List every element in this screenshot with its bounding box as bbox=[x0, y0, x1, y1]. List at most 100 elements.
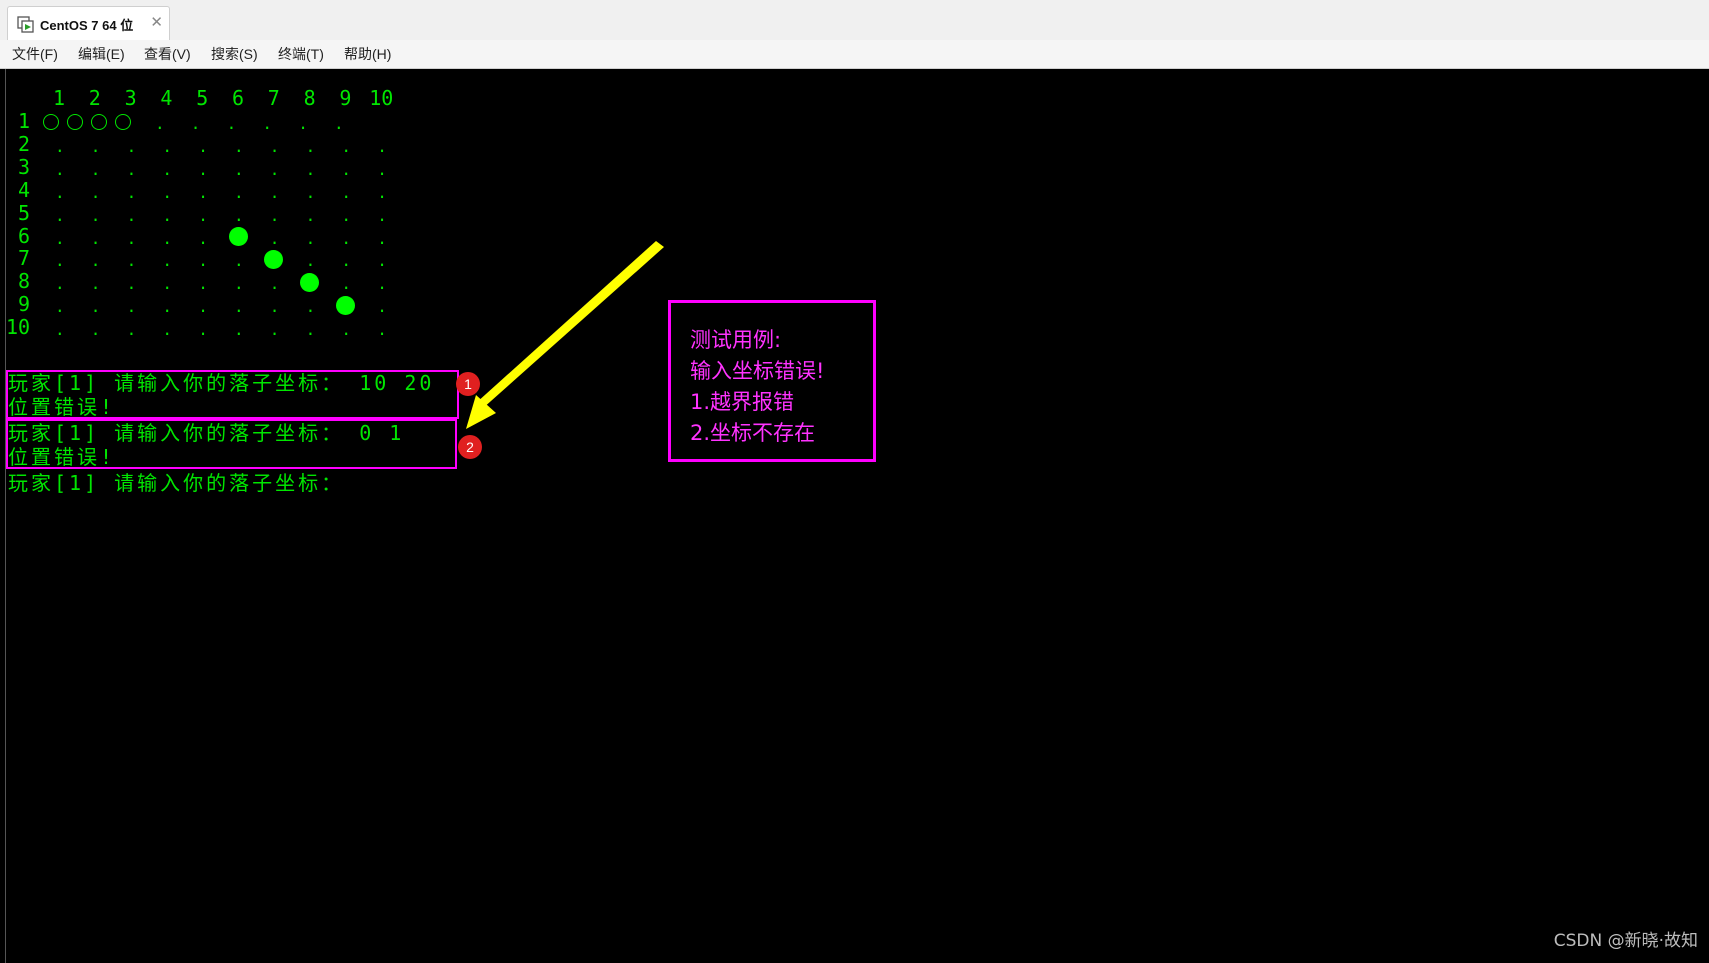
column-number: 2 bbox=[88, 86, 101, 110]
badge-2: 2 bbox=[458, 435, 482, 459]
empty-cell: . bbox=[305, 320, 316, 340]
empty-cell: . bbox=[90, 228, 101, 248]
empty-cell: . bbox=[126, 251, 137, 271]
terminal-line: 位置错误! bbox=[8, 445, 116, 469]
player2-stone bbox=[300, 272, 320, 292]
empty-cell: . bbox=[198, 205, 208, 225]
empty-cell: . bbox=[162, 205, 173, 225]
terminal-line: 位置错误! bbox=[8, 395, 116, 419]
empty-cell: . bbox=[198, 182, 208, 202]
row-number: 9 bbox=[18, 292, 31, 317]
empty-cell: . bbox=[377, 320, 387, 340]
column-number: 1 bbox=[53, 86, 66, 110]
menu-help[interactable]: 帮助(H) bbox=[344, 46, 392, 62]
empty-cell: . bbox=[198, 274, 208, 294]
empty-cell: . bbox=[55, 205, 65, 225]
empty-cell: . bbox=[341, 159, 352, 179]
empty-cell: . bbox=[55, 228, 65, 248]
empty-cell: . bbox=[305, 297, 316, 317]
empty-cell: . bbox=[305, 205, 316, 225]
empty-cell: . bbox=[305, 182, 316, 202]
empty-cell: . bbox=[377, 136, 387, 156]
empty-cell: . bbox=[126, 228, 137, 248]
empty-cell: . bbox=[234, 297, 244, 317]
empty-cell: . bbox=[234, 274, 244, 294]
empty-cell: . bbox=[55, 297, 65, 317]
empty-cell: . bbox=[262, 114, 273, 133]
empty-cell: . bbox=[90, 251, 101, 271]
empty-cell: . bbox=[162, 136, 173, 156]
menu-edit[interactable]: 编辑(E) bbox=[78, 46, 125, 62]
row-number: 3 bbox=[18, 154, 31, 179]
empty-cell: . bbox=[90, 159, 101, 179]
empty-cell: . bbox=[234, 159, 244, 179]
empty-cell: . bbox=[55, 274, 65, 294]
empty-cell: . bbox=[234, 205, 244, 225]
empty-cell: . bbox=[269, 320, 280, 340]
menu-bar: 文件(F) 编辑(E) 查看(V) 搜索(S) 终端(T) 帮助(H) bbox=[0, 40, 1709, 69]
empty-cell: . bbox=[126, 159, 137, 179]
menu-terminal[interactable]: 终端(T) bbox=[278, 46, 324, 62]
empty-cell: . bbox=[377, 182, 387, 202]
empty-cell: . bbox=[126, 297, 137, 317]
empty-cell: . bbox=[90, 297, 101, 317]
empty-cell: . bbox=[55, 159, 65, 179]
empty-cell: . bbox=[198, 320, 208, 340]
column-number: 3 bbox=[124, 86, 137, 110]
empty-cell: . bbox=[55, 251, 65, 271]
empty-cell: . bbox=[341, 228, 352, 248]
menu-view[interactable]: 查看(V) bbox=[144, 46, 191, 62]
empty-cell: . bbox=[305, 228, 316, 248]
empty-cell: . bbox=[226, 114, 237, 133]
highlight-box-1 bbox=[6, 370, 459, 419]
vm-icon bbox=[17, 16, 34, 33]
column-number: 5 bbox=[196, 86, 209, 110]
menu-search[interactable]: 搜索(S) bbox=[211, 46, 258, 62]
empty-cell: . bbox=[234, 136, 244, 156]
close-icon[interactable]: ✕ bbox=[150, 13, 163, 31]
terminal-prompt[interactable]: 玩家[1] 请输入你的落子坐标： bbox=[8, 471, 345, 495]
empty-cell: . bbox=[269, 136, 280, 156]
empty-cell: . bbox=[90, 182, 101, 202]
empty-cell: . bbox=[162, 251, 173, 271]
empty-cell: . bbox=[305, 251, 316, 271]
empty-cell: . bbox=[190, 114, 201, 133]
column-number: 8 bbox=[303, 86, 316, 110]
row-number: 8 bbox=[18, 269, 31, 294]
empty-cell: . bbox=[198, 228, 208, 248]
empty-cell: . bbox=[269, 182, 280, 202]
empty-cell: . bbox=[198, 297, 208, 317]
empty-cell: . bbox=[126, 182, 137, 202]
row-number: 10 bbox=[6, 315, 31, 340]
menu-file[interactable]: 文件(F) bbox=[12, 46, 58, 62]
empty-cell: . bbox=[126, 274, 137, 294]
empty-cell: . bbox=[198, 136, 208, 156]
empty-cell: . bbox=[377, 205, 387, 225]
player2-stone bbox=[335, 295, 355, 315]
badge-1: 1 bbox=[456, 372, 480, 396]
empty-cell: . bbox=[341, 205, 352, 225]
empty-cell: . bbox=[298, 114, 308, 133]
empty-cell: . bbox=[377, 297, 387, 317]
empty-cell: . bbox=[155, 114, 165, 133]
empty-cell: . bbox=[126, 136, 137, 156]
player2-stone bbox=[264, 249, 284, 269]
empty-cell: . bbox=[377, 274, 387, 294]
empty-cell: . bbox=[55, 320, 65, 340]
empty-cell: . bbox=[55, 136, 65, 156]
row-number: 6 bbox=[18, 223, 31, 248]
empty-cell: . bbox=[269, 159, 280, 179]
empty-cell: . bbox=[162, 182, 173, 202]
note-line: 2.坐标不存在 bbox=[690, 421, 816, 445]
column-number: 10 bbox=[369, 86, 394, 110]
tab-bar: CentOS 7 64 位 ✕ bbox=[0, 0, 1709, 41]
row-number: 4 bbox=[18, 177, 31, 202]
note-line: 输入坐标错误! bbox=[690, 359, 825, 383]
empty-cell: . bbox=[269, 205, 280, 225]
tab-centos[interactable]: CentOS 7 64 位 ✕ bbox=[7, 6, 170, 40]
player1-stone bbox=[115, 114, 131, 130]
empty-cell: . bbox=[305, 159, 316, 179]
player2-stone bbox=[228, 227, 248, 246]
row-number: 7 bbox=[18, 246, 31, 271]
